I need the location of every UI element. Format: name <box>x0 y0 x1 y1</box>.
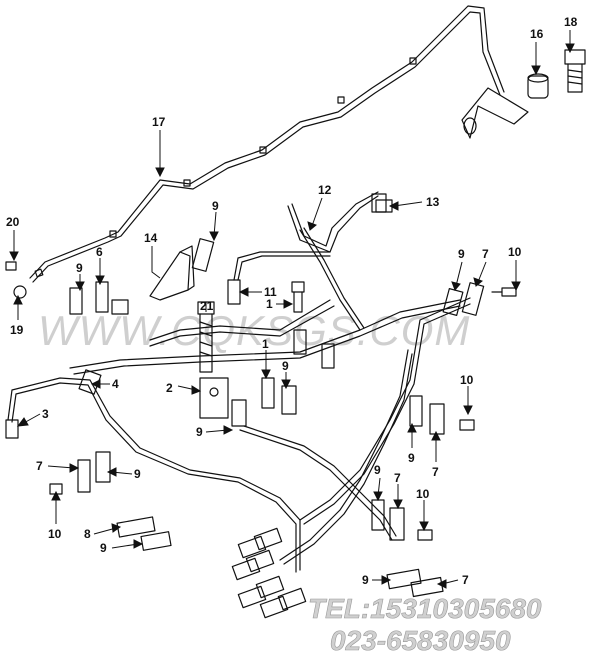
callout-7: 7 <box>36 459 43 473</box>
callout-9: 9 <box>76 261 83 275</box>
callout-10: 10 <box>416 487 430 501</box>
part-20-nut <box>5 261 17 271</box>
part-2-mounting-block <box>199 377 229 419</box>
callout-7: 7 <box>482 247 489 261</box>
part-17-fuel-line <box>29 5 505 283</box>
watermark-text: WWW.CQKSGS.COM <box>38 307 470 354</box>
callout-18: 18 <box>564 15 578 29</box>
part-19-washer <box>13 285 27 299</box>
callout-7: 7 <box>462 573 469 587</box>
part-12-return-line <box>287 191 387 253</box>
callout-20: 20 <box>6 215 20 229</box>
callout-8: 8 <box>84 527 91 541</box>
part-9-clamp-plate-lower <box>140 531 172 551</box>
part-9-clamp-left-block <box>231 399 247 427</box>
callout-11: 11 <box>264 285 277 299</box>
callout-9: 9 <box>282 359 289 373</box>
clamp-plate-upper <box>111 299 129 315</box>
leader-lines <box>9 30 575 589</box>
callout-9: 9 <box>100 541 107 555</box>
part-10-bolt-upper-right <box>491 287 517 297</box>
part-10-bolt-lower-right <box>417 529 433 541</box>
callout-7: 7 <box>394 471 401 485</box>
part-9-clamp-upper-right <box>442 287 464 317</box>
callout-21: 21 <box>200 299 214 313</box>
part-14-bracket <box>149 245 195 301</box>
part-16-bushing <box>527 73 549 99</box>
callout-9: 9 <box>458 247 465 261</box>
part-1-clamp-center <box>293 329 335 369</box>
callout-6: 6 <box>96 245 103 259</box>
part-8-clamp-plate <box>116 516 156 538</box>
part-17-clamps <box>34 57 417 278</box>
part-10-bolt-right <box>459 419 475 431</box>
injection-line-bundle <box>69 227 471 565</box>
callout-9: 9 <box>196 425 203 439</box>
callout-3: 3 <box>42 407 49 421</box>
callout-12: 12 <box>318 183 332 197</box>
part-11-fitting <box>227 251 331 305</box>
callout-19: 19 <box>10 323 24 337</box>
callout-2: 2 <box>166 381 173 395</box>
callout-17: 17 <box>152 115 166 129</box>
callout-10: 10 <box>48 527 62 541</box>
part-9-clamp-center <box>261 377 297 415</box>
part-6-clamp <box>95 281 109 313</box>
callout-9: 9 <box>134 467 141 481</box>
support-bracket-top <box>461 87 529 139</box>
callout-labels: 16 18 17 12 13 20 14 9 9 6 19 11 1 9 7 1… <box>6 15 578 587</box>
callout-13: 13 <box>426 195 440 209</box>
callout-9: 9 <box>362 573 369 587</box>
injector-fittings <box>231 527 307 619</box>
part-18-bolt <box>564 49 586 93</box>
part-7-clamp-left <box>77 451 111 493</box>
callout-10: 10 <box>508 245 522 259</box>
callout-14: 14 <box>144 231 158 245</box>
part-7-clamp-right <box>409 395 445 435</box>
part-3-fuel-line <box>5 377 301 573</box>
callout-9: 9 <box>374 463 381 477</box>
part-1-bolt-upper <box>291 281 305 313</box>
contact-phone: TEL:15310305680 <box>308 593 542 624</box>
callout-4: 4 <box>112 377 119 391</box>
part-9-clamp-a <box>191 238 215 272</box>
part-9-clamp-b <box>69 287 83 315</box>
contact-alt-phone: 023-65830950 <box>330 625 511 656</box>
callout-1: 1 <box>262 337 269 351</box>
callout-9: 9 <box>212 199 219 213</box>
callout-7: 7 <box>432 465 439 479</box>
callout-1: 1 <box>266 297 273 311</box>
callout-16: 16 <box>530 27 544 41</box>
callout-9: 9 <box>408 451 415 465</box>
callout-10: 10 <box>460 373 474 387</box>
